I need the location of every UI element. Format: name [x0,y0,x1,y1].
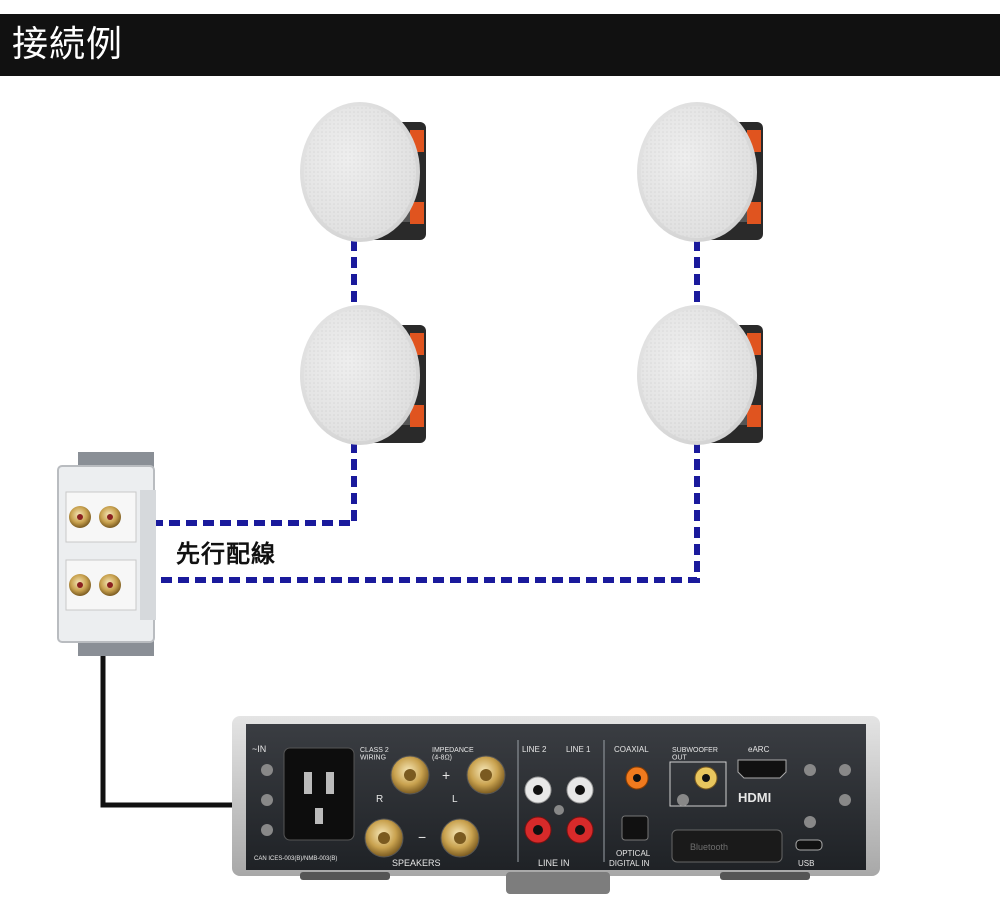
earc-label: eARC [748,745,770,754]
optical-label: OPTICAL [616,849,651,858]
line1-label: LINE 1 [566,745,591,754]
line2-label: LINE 2 [522,745,547,754]
speakers-label: SPEAKERS [392,858,441,868]
line-in-label: LINE IN [538,858,570,868]
channel-l-label: L [452,794,458,805]
pre-wiring-label: 先行配線 [176,540,276,568]
hdmi-logo: HDMI [738,790,771,805]
plus-label: + [442,767,450,783]
certification-label: CAN ICES-003(B)/NMB-003(B) [254,856,337,862]
ceiling-speaker [637,305,763,445]
impedance-label: IMPEDANCE(4-8Ω) [432,747,474,762]
ceiling-speaker [300,305,426,445]
channel-r-label: R [376,794,383,805]
bluetooth-label: Bluetooth [690,842,728,852]
digital-in-label: DIGITAL IN [609,859,650,868]
coaxial-label: COAXIAL [614,745,649,754]
minus-label: − [418,829,426,845]
title-bar: 接続例 [0,14,1000,76]
ceiling-speaker [300,102,426,242]
pre-wiring [152,240,700,583]
wall-speaker-terminal [57,452,156,656]
ceiling-speaker [637,102,763,242]
wire-right-to-plate [152,442,700,583]
wire-left-to-plate [152,442,357,526]
ac-in-label: ~IN [252,744,266,754]
amp-cable [100,652,236,808]
usb-label: USB [798,859,814,868]
page-title: 接続例 [12,24,124,65]
